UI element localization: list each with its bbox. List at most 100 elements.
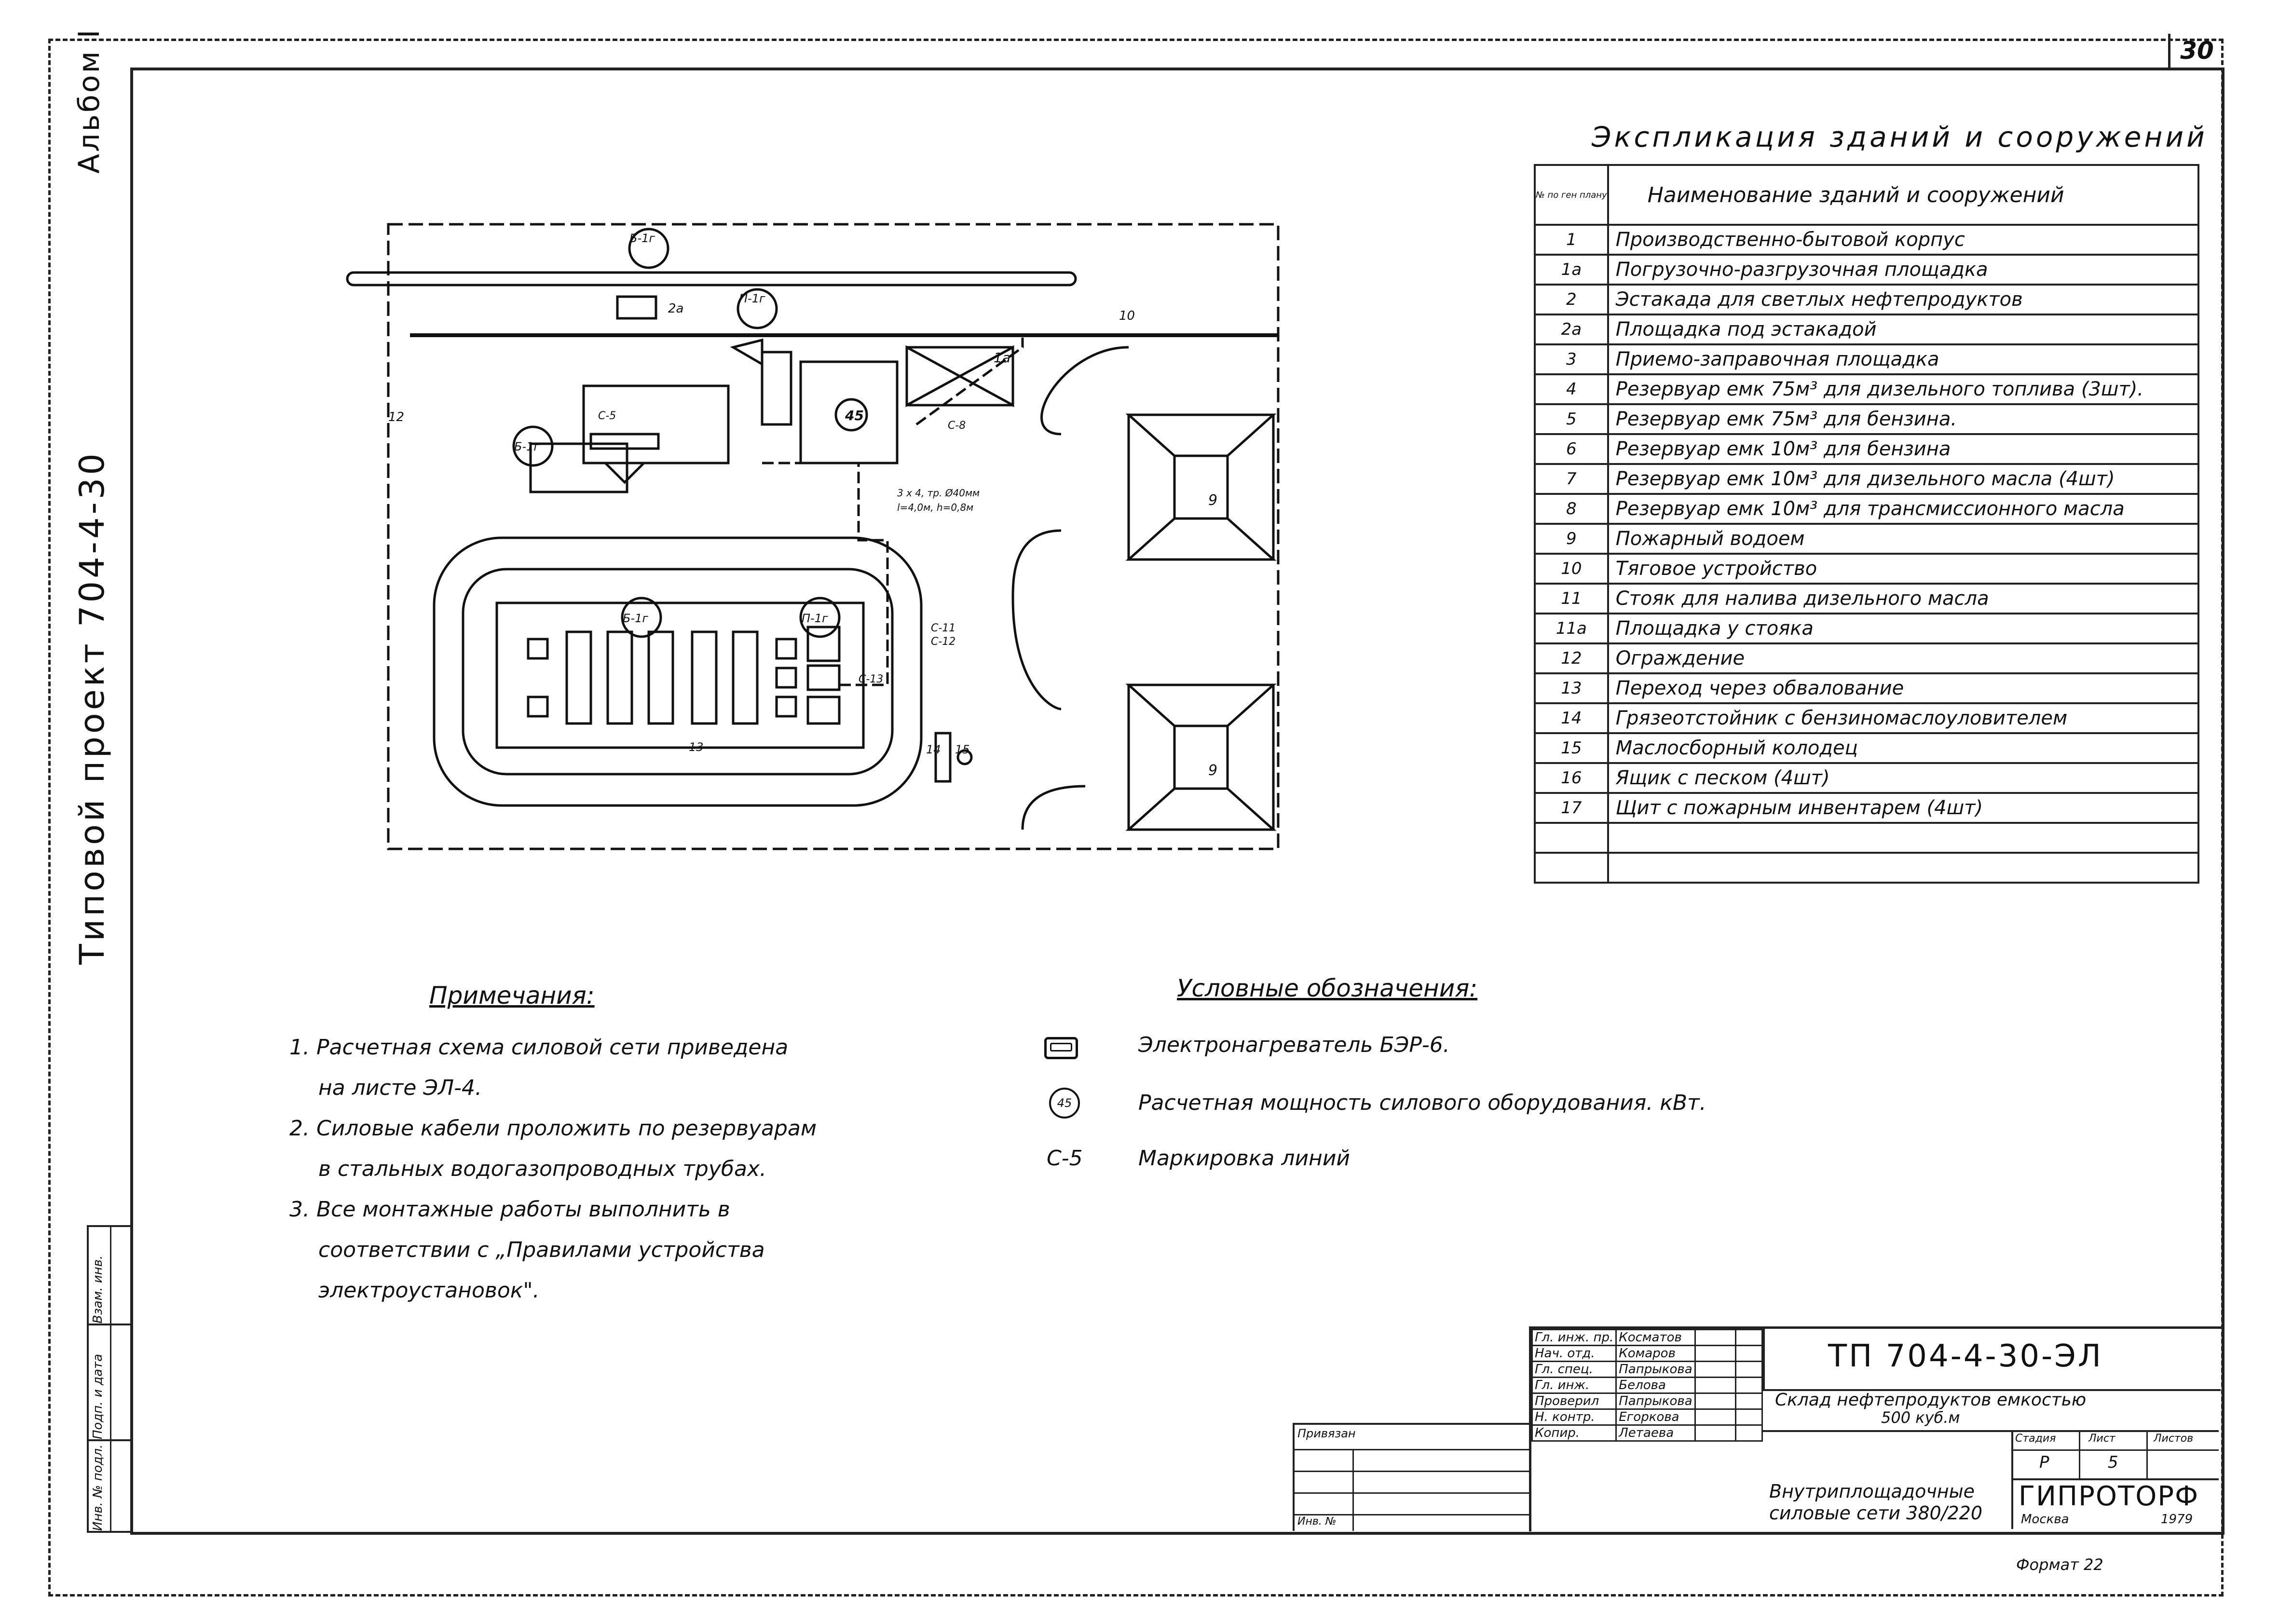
table-row: Гл. инж. пр.Косматов [1531,1329,1763,1346]
building-1 [582,384,730,464]
header-num: № по ген плану [1534,164,1609,226]
sheet-title-2: силовые сети 380/220 [1769,1502,1983,1524]
fence [387,223,1280,850]
label-15: 15 [955,743,970,756]
legend-title: Условные обозначения: [1177,974,1478,1002]
label-14: 14 [926,743,941,756]
label-power: 45 [845,408,864,423]
tank-4c [647,630,674,725]
power-symbol-icon: 45 [1049,1088,1080,1119]
stage-value: Р [2039,1453,2049,1472]
org-name: ГИПРОТОРФ [2019,1481,2199,1512]
b2-marker [512,425,554,467]
table-row: Н. контр.Егоркова [1531,1408,1763,1426]
table-row: Гл. инж.Белова [1531,1377,1763,1394]
label-c12: С-12 [931,636,956,648]
object-name-2: 500 куб.м [1881,1408,1960,1427]
table-row: Копир.Летаева [1531,1424,1763,1442]
inv-label: Инв. № [1297,1515,1337,1528]
sheets-header: Листов [2154,1433,2194,1445]
note-line: соответствии с „Правилами устройства [318,1238,765,1262]
project-label: Типовой проект 704-4-30 [72,450,112,965]
explication-table: № по ген плану Наименование зданий и соо… [1534,164,2200,884]
label-c11: С-11 [931,622,956,634]
p1-marker [737,288,778,329]
legend-power-text: Расчетная мощность силового оборудования… [1138,1091,1706,1115]
label-b3: Б-1г [623,612,649,625]
tank-area [495,601,865,749]
label-b1: Б-1г [629,232,655,245]
left-strip-c1: Инв. № подл. [91,1444,105,1531]
left-strip: Инв. № подл. Подп. и дата Взам. инв. [87,1225,131,1533]
label-2a: 2а [668,301,684,316]
note-line: 3. Все монтажные работы выполнить в [289,1197,730,1222]
label-pond-1: 9 [1208,492,1218,509]
label-c5: С-5 [598,410,616,422]
note-line: электроустановок". [318,1278,540,1303]
org-city: Москва [2021,1512,2069,1527]
legend-line-symbol: С-5 [1047,1146,1083,1171]
left-strip-c2: Подп. и дата [91,1353,105,1439]
legend-heater-text: Электронагреватель БЭР-6. [1138,1033,1450,1057]
label-p2: П-1г [802,612,828,625]
site-plan [346,223,1280,850]
stage-header: Стадия [2015,1433,2056,1445]
note-line: на листе ЭЛ-4. [318,1076,482,1100]
label-pond-2: 9 [1208,762,1218,779]
title-block [1529,1326,2221,1531]
note-line: 2. Силовые кабели проложить по резервуар… [289,1116,817,1141]
signature-table: Гл. инж. пр.Косматов Нач. отд.Комаров Гл… [1531,1329,1763,1442]
b3-marker [621,597,662,638]
legend-line-text: Маркировка линий [1138,1146,1351,1171]
notes-title: Примечания: [429,982,595,1010]
label-c13: С-13 [859,673,884,685]
pipe-top [346,271,1077,287]
table-row [1534,822,2200,854]
tank-5b [732,630,759,725]
heater-symbol-icon [1044,1037,1078,1059]
drawing-code: ТП 704-4-30-ЭЛ [1828,1338,2103,1374]
sheet-title-1: Внутриплощадочные [1769,1481,1975,1502]
label-b2: Б-1г [514,440,540,453]
privyazan-label: Привязан [1297,1427,1356,1440]
object-name: Склад нефтепродуктов емкостью [1775,1390,2087,1410]
label-p1: П-1г [739,292,765,305]
table-row: Гл. спец.Папрыкова [1531,1361,1763,1378]
left-strip-c3: Взам. инв. [91,1255,105,1324]
album-label: Альбом I [72,27,106,174]
hopper [602,462,647,484]
embankment [433,536,923,807]
label-cable-2: l=4,0м, h=0,8м [897,502,974,513]
p2-marker [799,597,841,638]
table-row: Нач. отд.Комаров [1531,1345,1763,1362]
sheet-value: 5 [2108,1453,2118,1472]
label-12: 12 [388,410,405,424]
explication-title: Экспликация зданий и сооружений [1592,121,2208,153]
privyazan-block: Привязан Инв. № [1293,1423,1531,1531]
tank-4b [606,630,633,725]
org-year: 1979 [2161,1512,2193,1527]
pond-1 [1127,413,1275,561]
sheet-header: Лист [2088,1433,2115,1445]
tank-4a [565,630,592,725]
